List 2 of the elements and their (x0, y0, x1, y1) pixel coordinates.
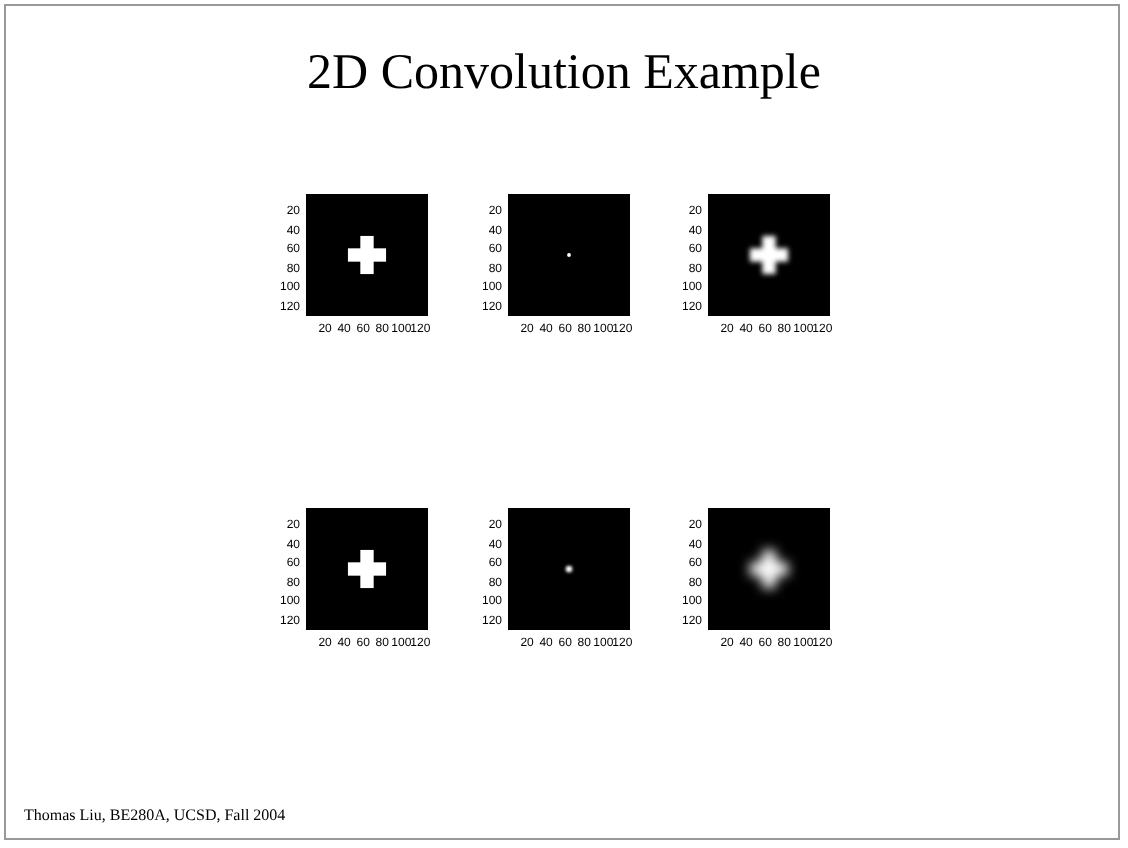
footer-text: Thomas Liu, BE280A, UCSD, Fall 2004 (24, 806, 286, 826)
slide-title: 2D Convolution Example (305, 44, 823, 104)
